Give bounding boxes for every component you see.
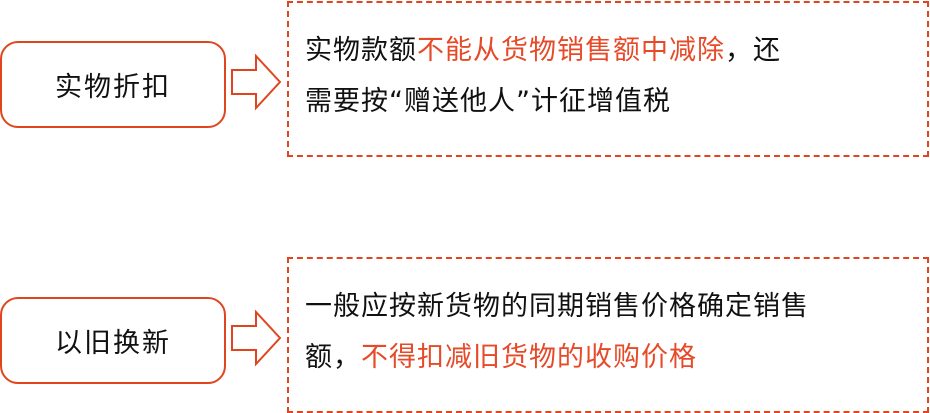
detail-box-physical-discount: 实物款额不能从货物销售额中减除，还 需要按“赠送他人”计征增值税 <box>287 1 929 157</box>
label-text: 实物折扣 <box>55 72 171 103</box>
label-text: 以旧换新 <box>55 328 171 359</box>
detail-line-1: 实物款额不能从货物销售额中减除，还 <box>305 35 781 66</box>
detail-box-trade-in: 一般应按新货物的同期销售价格确定销售 额，不得扣减旧货物的收购价格 <box>287 257 929 413</box>
label-box-trade-in: 以旧换新 <box>0 297 226 384</box>
label-box-physical-discount: 实物折扣 <box>0 41 226 128</box>
right-arrow-icon <box>231 310 282 366</box>
detail-line-2: 额，不得扣减旧货物的收购价格 <box>305 342 697 373</box>
right-arrow-icon <box>231 54 282 110</box>
detail-line-1: 一般应按新货物的同期销售价格确定销售 <box>305 291 809 322</box>
detail-line-2: 需要按“赠送他人”计征增值税 <box>305 86 671 117</box>
highlight-text: 不能从货物销售额中减除 <box>417 35 725 66</box>
highlight-text: 不得扣减旧货物的收购价格 <box>361 342 697 373</box>
